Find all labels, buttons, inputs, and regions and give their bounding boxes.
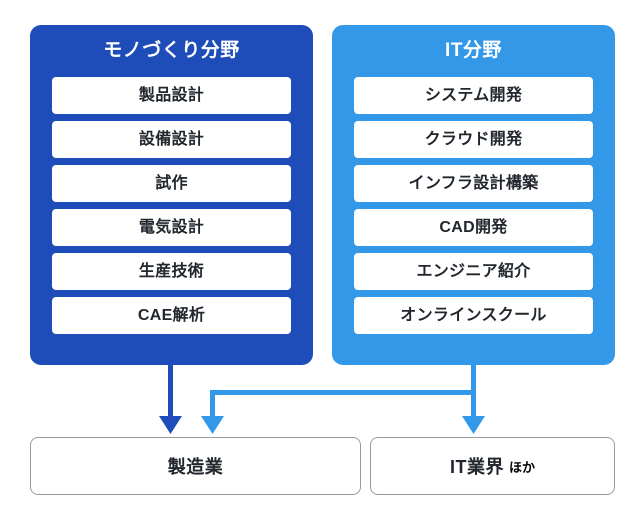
panel-item[interactable]: 生産技術 bbox=[52, 253, 291, 290]
panel-manufacturing: モノづくり分野 製品設計 設備設計 試作 電気設計 生産技術 CAE解析 bbox=[30, 25, 313, 365]
panel-item[interactable]: システム開発 bbox=[354, 77, 593, 114]
panel-item[interactable]: オンラインスクール bbox=[354, 297, 593, 334]
panel-it-items: システム開発 クラウド開発 インフラ設計構築 CAD開発 エンジニア紹介 オンラ… bbox=[354, 77, 593, 334]
panel-item[interactable]: 製品設計 bbox=[52, 77, 291, 114]
arrow-it-to-it-industry bbox=[462, 365, 485, 434]
arrow-it-to-manufacturing-industry bbox=[201, 365, 476, 434]
panel-item[interactable]: 電気設計 bbox=[52, 209, 291, 246]
panel-item[interactable]: 試作 bbox=[52, 165, 291, 202]
panel-manufacturing-items: 製品設計 設備設計 試作 電気設計 生産技術 CAE解析 bbox=[52, 77, 291, 334]
panel-it-title: IT分野 bbox=[445, 40, 502, 61]
destination-label: IT業界 bbox=[449, 457, 504, 477]
destination-label: 製造業 bbox=[167, 457, 224, 477]
panel-it: IT分野 システム開発 クラウド開発 インフラ設計構築 CAD開発 エンジニア紹… bbox=[332, 25, 615, 365]
panel-item[interactable]: インフラ設計構築 bbox=[354, 165, 593, 202]
panel-manufacturing-title: モノづくり分野 bbox=[103, 40, 240, 61]
panel-item[interactable]: エンジニア紹介 bbox=[354, 253, 593, 290]
panel-item[interactable]: CAE解析 bbox=[52, 297, 291, 334]
panel-item[interactable]: 設備設計 bbox=[52, 121, 291, 158]
destination-label-suffix: ほか bbox=[508, 459, 535, 475]
arrow-manufacturing-to-manufacturing-industry bbox=[159, 365, 182, 434]
panel-item[interactable]: クラウド開発 bbox=[354, 121, 593, 158]
panel-item[interactable]: CAD開発 bbox=[354, 209, 593, 246]
destination-manufacturing-industry[interactable]: 製造業 bbox=[30, 437, 361, 495]
destination-it-industry[interactable]: IT業界 ほか bbox=[370, 437, 615, 495]
